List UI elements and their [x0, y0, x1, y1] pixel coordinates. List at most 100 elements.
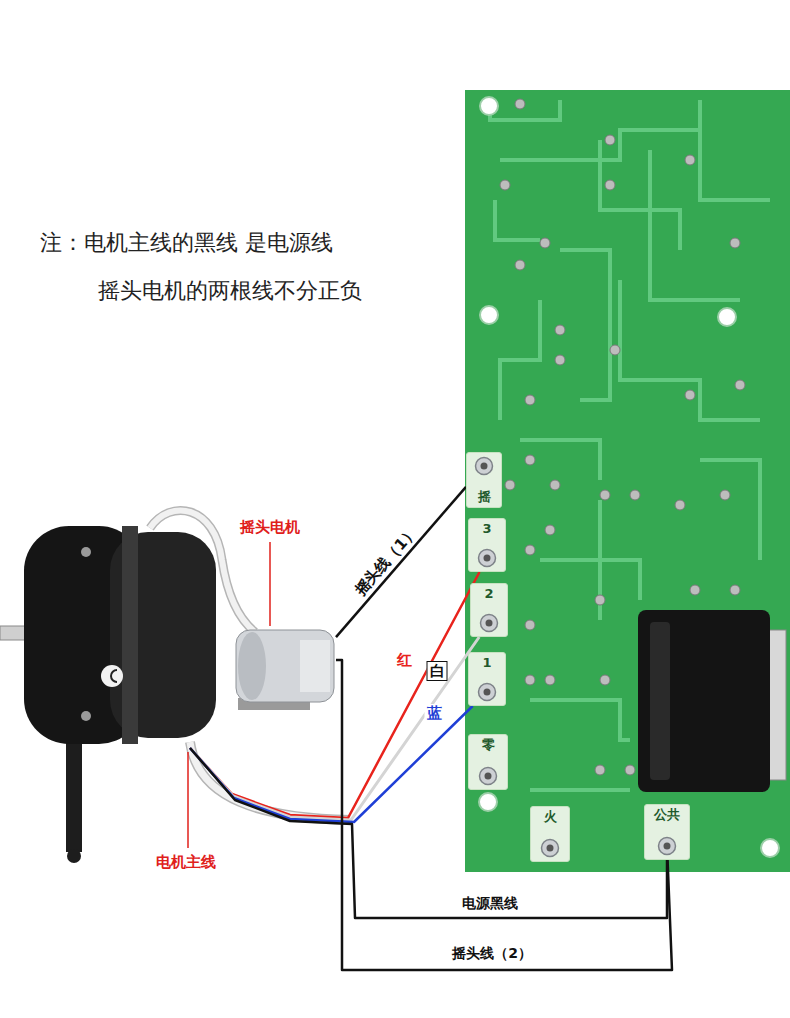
leader-line — [269, 542, 271, 626]
terminal-ring — [540, 838, 560, 858]
trace — [560, 250, 610, 400]
relay-body — [638, 610, 770, 792]
motor-hub — [101, 665, 123, 687]
cable-top — [150, 510, 255, 632]
motor-bolt — [81, 711, 91, 721]
terminal-ring-hole — [547, 845, 554, 852]
wire-connector — [190, 572, 480, 818]
terminal-pad: 摇 — [466, 452, 502, 508]
pad — [545, 525, 555, 535]
main-motor-node: 电机主线 — [22, 520, 218, 748]
swing-motor — [236, 630, 334, 710]
trace — [600, 140, 680, 250]
relay — [638, 610, 786, 792]
terminal-ring — [477, 682, 497, 702]
pad — [595, 595, 605, 605]
relay-edge — [650, 622, 670, 780]
terminal-ring-hole — [484, 689, 491, 696]
terminal-ring-hole — [481, 463, 488, 470]
terminal-pad: 2 — [470, 583, 508, 637]
motor-bolt — [81, 547, 91, 557]
pad — [605, 180, 615, 190]
terminal-ring-outer — [479, 684, 496, 701]
pad — [540, 238, 550, 248]
pad — [600, 490, 610, 500]
wire-connector — [336, 487, 466, 637]
trace — [540, 560, 600, 620]
terminal-pad: 1 — [468, 652, 506, 706]
trace — [700, 460, 760, 560]
pad — [550, 480, 560, 490]
wire-label: 蓝 — [425, 704, 444, 722]
pad — [730, 238, 740, 248]
motor-stand-tip — [67, 849, 81, 863]
board-substrate — [465, 90, 790, 872]
part-label: 电机主线 — [156, 853, 216, 872]
terminal-pad: 火 — [530, 806, 570, 862]
terminal-ring — [479, 613, 499, 633]
pad — [675, 500, 685, 510]
motor-front-cap — [24, 526, 144, 744]
terminal-ring-hole — [664, 843, 671, 850]
motor-band — [122, 526, 138, 744]
motor-hub-mark — [111, 670, 117, 682]
pad — [610, 345, 620, 355]
terminal-ring-outer — [659, 838, 676, 855]
pad — [515, 260, 525, 270]
wire-connector — [336, 660, 672, 970]
pad — [685, 390, 695, 400]
terminal-ring — [477, 548, 497, 568]
pad — [500, 180, 510, 190]
terminal-ring-outer — [542, 840, 559, 857]
terminal-label: 零 — [482, 738, 495, 752]
wire-label: 电源黑线 — [460, 895, 520, 912]
mounting-hole — [718, 308, 736, 326]
pad — [525, 395, 535, 405]
pcb-board — [465, 90, 790, 872]
terminal-label: 火 — [544, 810, 557, 824]
terminal-label: 1 — [482, 656, 491, 670]
terminal-ring-hole — [486, 620, 493, 627]
mounting-hole — [479, 793, 497, 811]
terminal-label: 摇 — [478, 490, 491, 504]
swing-motor-plate — [300, 640, 330, 692]
wire-connector — [190, 637, 479, 820]
swing-motor-node: 摇头电机 — [232, 628, 336, 704]
terminal-label: 2 — [484, 587, 493, 601]
pad — [515, 99, 525, 109]
terminal-label: 3 — [482, 522, 491, 536]
swing-motor-body — [236, 630, 334, 702]
terminal-ring-hole — [484, 555, 491, 562]
terminal-pad: 3 — [468, 518, 506, 572]
wire-connector — [190, 706, 473, 822]
pad — [525, 620, 535, 630]
pad — [625, 765, 635, 775]
trace — [500, 300, 540, 420]
pad — [690, 585, 700, 595]
trace — [650, 150, 740, 300]
pad — [630, 490, 640, 500]
swing-motor-face — [238, 632, 266, 700]
pad — [525, 545, 535, 555]
wire-label: 白 — [427, 661, 448, 681]
terminal-ring-outer — [481, 615, 498, 632]
mounting-hole — [761, 839, 779, 857]
pad — [600, 675, 610, 685]
trace — [600, 500, 640, 600]
terminal-ring — [657, 836, 677, 856]
mounting-hole — [480, 306, 498, 324]
mounting-hole — [480, 97, 498, 115]
pad — [555, 325, 565, 335]
trace — [530, 700, 630, 740]
wire-connector — [190, 748, 667, 918]
trace — [530, 788, 630, 792]
pad — [685, 155, 695, 165]
terminal-label: 公共 — [654, 808, 680, 822]
terminal-ring-outer — [480, 768, 497, 785]
terminal-ring-hole — [485, 773, 492, 780]
pad — [595, 765, 605, 775]
pad — [720, 490, 730, 500]
wire-label: 摇头线（1） — [350, 521, 423, 600]
part-label: 摇头电机 — [240, 518, 300, 537]
